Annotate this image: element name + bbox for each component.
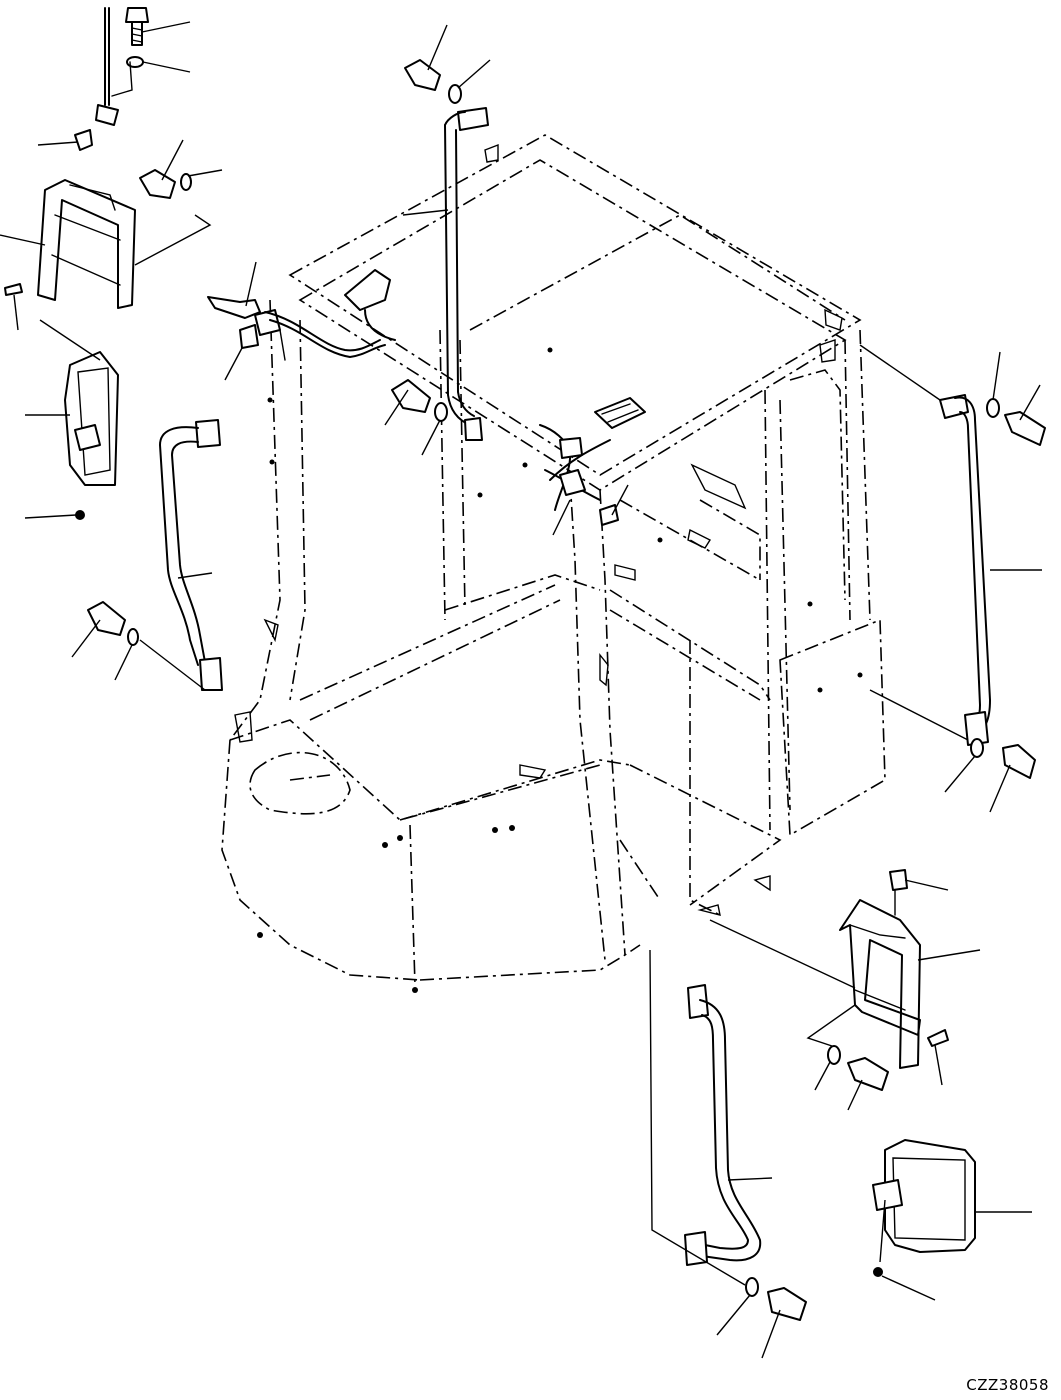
right-rail-bolt-top (986, 351, 1046, 446)
bottom-rail-bolt (716, 1277, 807, 1359)
wiring-harness-left (207, 261, 396, 381)
handrail-bottom (649, 949, 773, 1286)
mirror-clip-right (889, 869, 949, 916)
pin-left (4, 283, 23, 331)
wiring-harness-right (539, 397, 646, 536)
left-rail-bolt (71, 601, 139, 681)
antenna-bolt (125, 7, 191, 46)
handrail-right (859, 344, 1042, 746)
mirror-left (24, 319, 119, 520)
mid-rail-bolt (384, 379, 448, 456)
bracket-bolt-right (814, 1045, 889, 1111)
handrail-top (402, 107, 489, 441)
antenna-washer (126, 56, 191, 73)
mirror-bracket-right (709, 899, 981, 1069)
handrail-left (139, 419, 223, 691)
antenna-rod (95, 7, 133, 126)
cab-frame (221, 134, 886, 993)
mirror-clip (37, 129, 93, 151)
drawing-id-label: CZZ38058 (966, 1376, 1049, 1394)
frame-fittings (234, 143, 843, 916)
pin-right (927, 1029, 949, 1086)
top-rail-bolt (404, 24, 491, 104)
right-rail-bolt-bottom (944, 738, 1036, 813)
bracket-bolt-left (139, 139, 223, 199)
mirror-right (872, 1139, 1032, 1301)
mirror-bracket-left (0, 179, 212, 309)
